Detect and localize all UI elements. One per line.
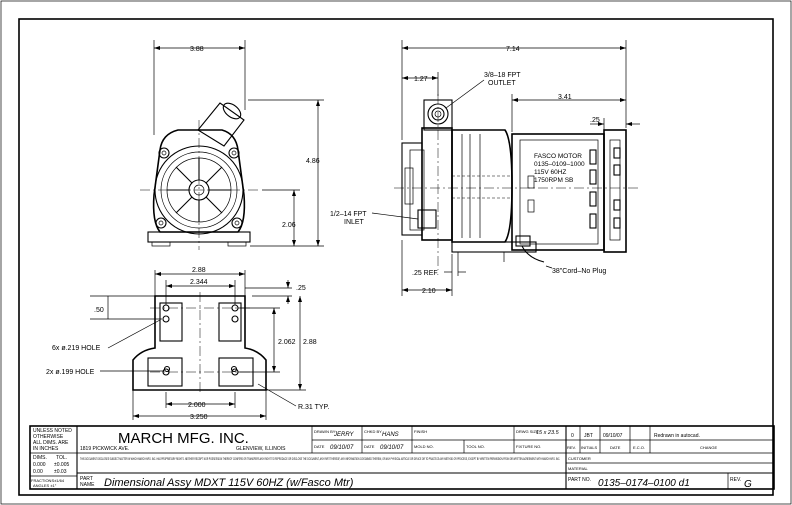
dim-base-width: 2.88 <box>192 267 206 274</box>
tool-label: TOOL NO. <box>466 444 485 449</box>
rev-header-rev: REV. <box>567 445 576 450</box>
drawn-label: DRAWN BY <box>314 429 336 434</box>
unless-noted-2: OTHERWISE <box>33 434 64 440</box>
fixture-label: FIXTURE NO. <box>516 444 541 449</box>
company-address: 1819 PICKWICK AVE. <box>80 446 129 452</box>
dims-header: DIMS. <box>33 455 47 461</box>
drwg-size-label: DRWG SIZE <box>516 429 539 434</box>
unless-noted-4: IN INCHES <box>33 446 59 452</box>
side-view: FASCO MOTOR 0135–0109–1000 115V 60HZ 175… <box>330 40 640 296</box>
date-chkd: 09/10/07 <box>380 445 404 451</box>
company-city: GLENVIEW, ILLINOIS <box>236 446 286 452</box>
pump-head <box>401 99 513 243</box>
inner-border <box>18 18 774 496</box>
front-view: 3.88 4.86 2.06 <box>140 40 324 250</box>
outlet-nozzle <box>197 102 245 147</box>
callout-large-holes: 6x ø.219 HOLE <box>52 345 101 352</box>
notice: THIS DOCUMENT DISCLOSES SUBJECT MATTER I… <box>80 457 560 461</box>
rev-row-date: 09/10/07 <box>603 433 623 439</box>
cord-label: 38"Cord–No Plug <box>552 268 606 275</box>
part-name: Dimensional Assy MDXT 115V 60HZ (w/Fasco… <box>104 477 354 489</box>
base-view: 2.88 2.344 .25 .50 2.062 2.88 6 <box>46 267 329 421</box>
outlet-label-line1: 3/8–18 FPT <box>484 72 521 79</box>
rev-header-eco: E.C.O. <box>633 445 645 450</box>
dim-offset-left: .50 <box>94 307 104 314</box>
inlet-label-line2: INLET <box>344 219 365 226</box>
rev-header-change: CHANGE <box>700 445 717 450</box>
callout-radius: R.31 TYP. <box>298 404 329 411</box>
dim-front-height: 4.86 <box>306 158 320 165</box>
motor-label-line1: FASCO MOTOR <box>534 153 582 160</box>
dim-motor-length: 3.41 <box>558 94 572 101</box>
drwg-size: 15 x 23.5 <box>536 430 560 436</box>
chkd-by: HANS <box>382 432 399 438</box>
dim-shaft-height: 2.06 <box>282 222 296 229</box>
part-no: 0135–0174–0100 d1 <box>598 478 690 489</box>
mold-label: MOLD NO. <box>414 444 434 449</box>
date-drawn-label: DATE <box>314 444 325 449</box>
angles: ANGLES ±1° <box>33 483 57 488</box>
inlet-label-line1: 1/2–14 FPT <box>330 211 367 218</box>
finish-label: FINISH <box>414 429 427 434</box>
dim-outlet-offset: 1.27 <box>414 76 428 83</box>
side-base <box>451 235 545 263</box>
dim-overall-length: 7.14 <box>506 46 520 53</box>
dim-fin-offset: .25 <box>590 117 600 124</box>
rev-row-change: Redrawn in autocad. <box>654 433 700 439</box>
unless-noted-3: ALL DIMS. ARE <box>33 440 69 446</box>
part-label: PART <box>80 476 93 482</box>
rev-header-date: DATE <box>610 445 621 450</box>
dim-front-width: 3.88 <box>190 46 204 53</box>
dim-ref: .25 REF. <box>412 270 439 277</box>
callout-small-holes: 2x ø.199 HOLE <box>46 369 95 376</box>
dim-overall-bottom: 3.250 <box>190 414 208 421</box>
motor-label-line2: 0135–0109–1000 <box>534 161 585 168</box>
rev-value: G <box>744 479 752 490</box>
material-label: MATERIAL <box>568 466 588 471</box>
dim-offset-right: .25 <box>296 285 306 292</box>
customer-label: CUSTOMER <box>568 456 591 461</box>
company-name: MARCH MFG. INC. <box>118 430 249 447</box>
rev-label: REV. <box>730 477 741 483</box>
dim-base-offset: 2.10 <box>422 288 436 295</box>
rev-row-initials: JBT <box>584 433 593 439</box>
date-drawn: 09/10/07 <box>330 445 354 451</box>
tol-row2-tol: ±0.03 <box>54 469 67 475</box>
fractions: FRACTIONS±1/64 <box>31 478 65 483</box>
chkd-label: CHKD BY <box>364 429 382 434</box>
motor: FASCO MOTOR 0135–0109–1000 115V 60HZ 175… <box>511 129 627 253</box>
tol-row1-tol: ±0.005 <box>54 462 69 468</box>
name-label: NAME <box>80 482 95 488</box>
rev-row-rev: 0 <box>571 433 574 439</box>
dim-hole-span-top: 2.344 <box>190 279 208 286</box>
dim-hole-span-vertical: 2.062 <box>278 339 296 346</box>
dim-hole-span-bottom: 2.000 <box>188 402 206 409</box>
tol-row2-dims: 0.00 <box>33 469 43 475</box>
tol-header: TOL. <box>56 455 67 461</box>
outlet-label-line2: OUTLET <box>488 80 516 87</box>
date-chkd-label: DATE <box>364 444 375 449</box>
drawn-by: JERRY <box>333 432 354 438</box>
part-no-label: PART NO. <box>568 477 591 483</box>
title-block: UNLESS NOTED OTHERWISE ALL DIMS. ARE IN … <box>29 425 775 490</box>
rev-header-initials: INITIALS <box>581 445 598 450</box>
dim-base-depth: 2.88 <box>303 339 317 346</box>
motor-label-line4: 1750RPM SB <box>534 177 573 184</box>
tol-row1-dims: 0.000 <box>33 462 46 468</box>
motor-label-line3: 115V 60HZ <box>534 169 566 176</box>
unless-noted-1: UNLESS NOTED <box>33 428 72 434</box>
